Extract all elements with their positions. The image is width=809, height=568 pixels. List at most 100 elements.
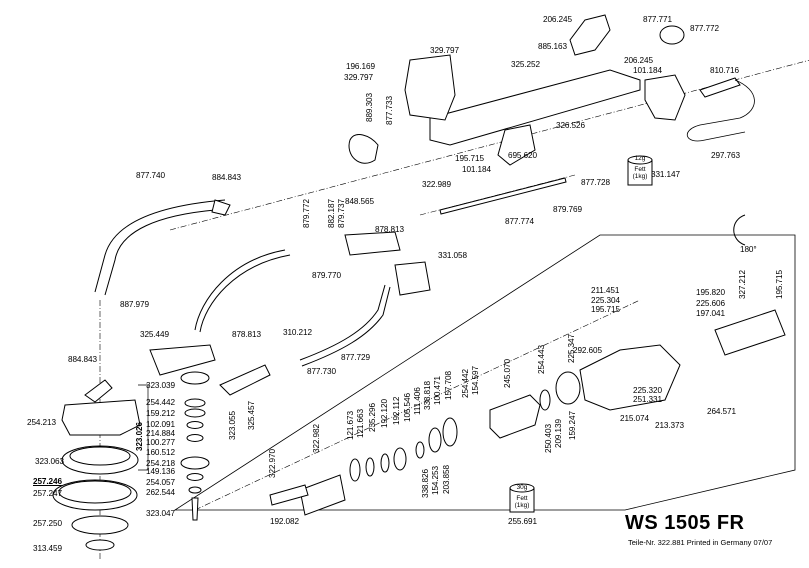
part-label: 195.715 [775,270,784,299]
grease-fett-label: Fett [634,166,646,173]
part-label: 889.303 [365,93,374,122]
part-label: 882.187 [327,199,336,228]
part-label: 338.818 [423,381,432,410]
part-label: 848.565 [345,197,374,206]
grease-weight-big: 30g [516,484,528,491]
part-label: 157.708 [444,371,453,400]
rod [439,177,567,215]
part-label: 203.858 [442,465,451,494]
part-label: 102.091 [146,420,175,429]
part-label: 322.989 [422,180,451,189]
part-label: 310.212 [283,328,312,337]
part-label: 254.442 [461,369,470,398]
top-housing [569,14,611,56]
part-label: 160.512 [146,448,175,457]
part-label: 214.884 [146,429,175,438]
part-label: 192.112 [392,396,401,425]
part-label: 121.663 [356,409,365,438]
motor-housing [579,344,681,411]
part-label: 323.047 [146,509,175,518]
part-label: 326.526 [556,121,585,130]
right-housing [644,74,686,121]
part-label: 323.063 [35,457,64,466]
brush-ring [61,445,139,475]
part-label: 879.737 [337,199,346,228]
part-label: 322.982 [312,424,321,453]
part-label: 213.373 [655,421,684,430]
part-label: 105.546 [403,393,412,422]
part-label: 154.597 [471,366,480,395]
part-label: 877.728 [581,178,610,187]
part-label: 101.184 [462,165,491,174]
part-label: 323.039 [146,381,175,390]
part-label: 331.147 [651,170,680,179]
part-label: 225.606 [696,299,725,308]
part-label: 101.184 [633,66,662,75]
part-label: 264.571 [707,407,736,416]
part-label: 695.620 [508,151,537,160]
part-label: 100.471 [433,376,442,405]
dust-hood [61,399,141,436]
grease-fett-label: Fett [516,495,528,502]
part-label: 877.772 [690,24,719,33]
part-label: 297.763 [711,151,740,160]
part-label: 338.826 [421,469,430,498]
spindle-housing [299,474,346,516]
grease-kg-label: (1kg) [632,173,648,180]
part-label: 877.774 [505,217,534,226]
part-label: 322.970 [268,449,277,478]
part-label: 254.442 [146,398,175,407]
part-label: 877.729 [341,353,370,362]
part-label: 879.772 [302,199,311,228]
part-label: 885.163 [538,42,567,51]
part-label: 327.212 [738,270,747,299]
flex-hose [194,249,291,333]
part-label: 245.070 [503,359,512,388]
part-label: 254.057 [146,478,175,487]
part-label: 192.120 [380,399,389,428]
part-label: 195.820 [696,288,725,297]
part-label: 225.304 [591,296,620,305]
part-label: 251.331 [633,395,662,404]
part-label: 209.139 [554,419,563,448]
part-label: 257.247 [33,489,62,498]
part-label: 206.245 [543,15,572,24]
footer-note: Teile-Nr. 322.881 Printed in Germany 07/… [628,538,773,547]
part-label: 877.740 [136,171,165,180]
part-label: 257.246 [33,477,62,486]
part-label: 329.797 [430,46,459,55]
part-label: 887.979 [120,300,149,309]
part-label: 292.605 [573,346,602,355]
part-label: 195.715 [591,305,620,314]
part-label: 159.247 [568,411,577,440]
part-label: 254.218 [146,459,175,468]
part-label: 197.041 [696,309,725,318]
part-label: 877.771 [643,15,672,24]
motor-assembly-frame [173,234,796,511]
part-label: 262.544 [146,488,175,497]
part-label: 329.797 [344,73,373,82]
part-label: 159.212 [146,409,175,418]
grease-kg-label: (1kg) [514,502,530,509]
part-label: 325.252 [511,60,540,69]
part-label: 257.250 [33,519,62,528]
part-label: 254.443 [537,345,546,374]
part-label: 878.813 [232,330,261,339]
part-label: 313.459 [33,544,62,553]
part-label: 100.277 [146,438,175,447]
part-label: 325.457 [247,401,256,430]
kit-label: 323.026 [135,422,144,451]
part-label: 879.769 [553,205,582,214]
sanding-ring [52,479,138,511]
part-label: 235.296 [368,403,377,432]
part-label: 225.320 [633,386,662,395]
part-label: 149.136 [146,467,175,476]
suction-hose [94,199,226,296]
part-label: 331.058 [438,251,467,260]
part-label: 810.716 [710,66,739,75]
part-label: 879.770 [312,271,341,280]
part-label: 325.449 [140,330,169,339]
model-title: WS 1505 FR [625,512,745,534]
